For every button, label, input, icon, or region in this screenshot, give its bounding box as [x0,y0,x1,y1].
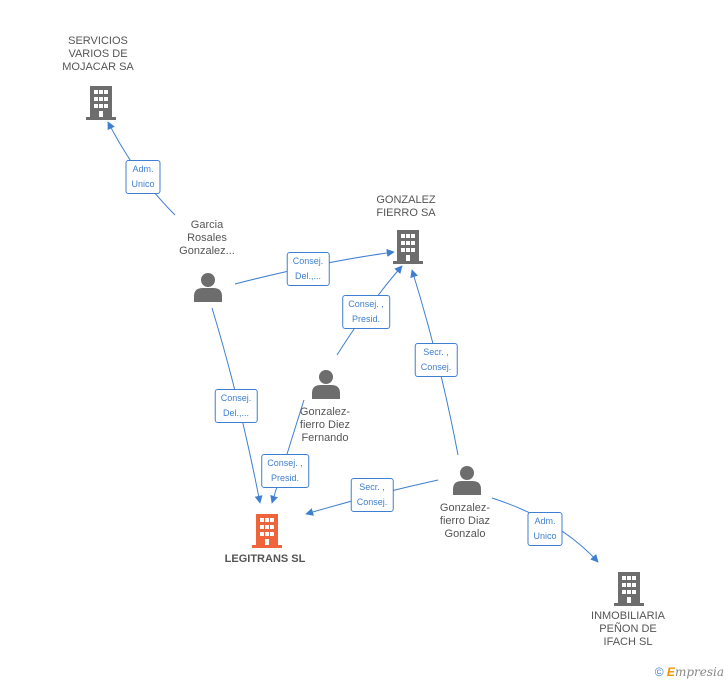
brand-footer[interactable]: © Empresia [655,665,724,679]
brand-e: E [666,665,675,679]
person-icon[interactable] [194,272,222,302]
node-label-gonzalo: Gonzalez- fierro Diaz Gonzalo [439,502,491,540]
relation-label-garcia-gonzalez-fierro[interactable]: Consej. Del.,... [286,252,330,286]
building-icon[interactable] [86,84,116,120]
brand-name: mpresia [674,665,724,679]
relation-label-gonzalo-legitrans[interactable]: Secr. , Consej. [350,478,394,512]
node-label-gonzalez-fierro-sa: GONZALEZ FIERRO SA [376,194,436,219]
node-label-inmobiliaria: INMOBILIARIA PEÑON DE IFACH SL [591,610,665,648]
relation-label-gonzalo-inmobiliaria[interactable]: Adm. Unico [527,512,563,546]
node-label-garcia: Garcia Rosales Gonzalez... [179,219,235,257]
relation-label-garcia-servicios[interactable]: Adm. Unico [125,160,161,194]
person-icon[interactable] [312,369,340,399]
relation-label-gonzalo-gonzalez-fierro[interactable]: Secr. , Consej. [414,343,458,377]
node-label-servicios: SERVICIOS VARIOS DE MOJACAR SA [62,35,134,73]
relation-label-fernando-gonzalez-fierro[interactable]: Consej. , Presid. [342,295,390,329]
relation-label-garcia-legitrans[interactable]: Consej. Del.,... [214,389,258,423]
building-icon[interactable] [393,228,423,264]
copyright-icon: © [654,665,664,679]
node-label-fernando: Gonzalez- fierro Diez Fernando [299,406,351,444]
building-icon[interactable] [614,570,644,606]
relation-label-fernando-legitrans[interactable]: Consej. , Presid. [261,454,309,488]
person-icon[interactable] [453,465,481,495]
node-label-legitrans[interactable]: LEGITRANS SL [224,553,306,565]
building-icon-main[interactable] [252,512,282,548]
